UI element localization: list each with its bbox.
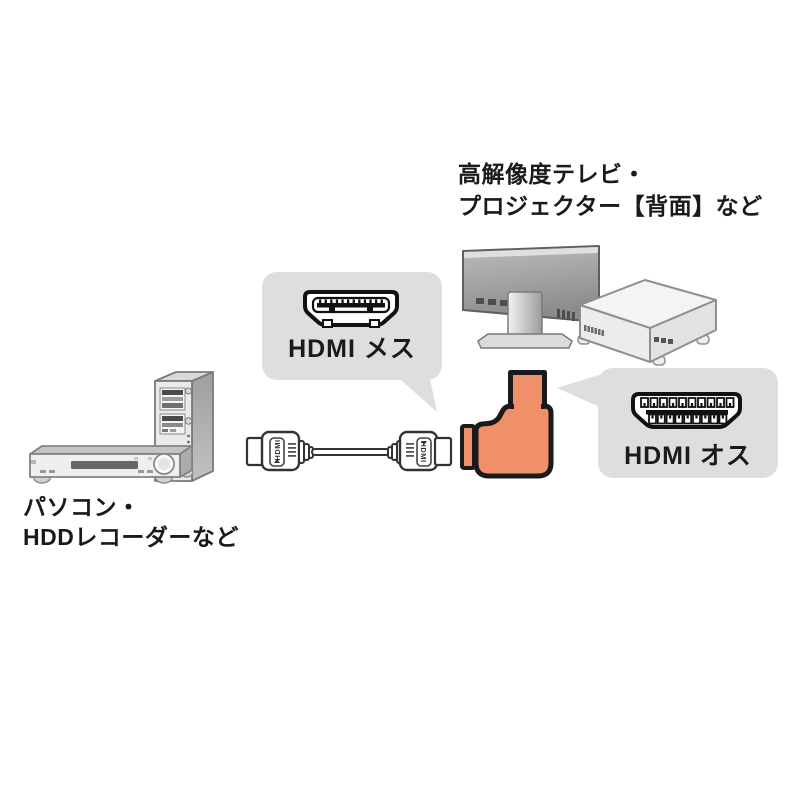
adapter-male-prong — [508, 370, 547, 409]
hdmi-female-port-icon — [303, 290, 399, 328]
female-bubble-label: HDMI メス — [288, 335, 416, 363]
projector-illustration — [577, 279, 717, 366]
cable-connector-label-right: HDMI — [419, 441, 428, 462]
hdmi-cable-illustration: HDMI HDMI — [245, 430, 453, 472]
male-bubble-label: HDMI オス — [624, 442, 752, 470]
hdmi-male-plug-icon — [631, 392, 742, 429]
adapter-junction — [514, 402, 541, 410]
hdmi-adapter-illustration — [460, 370, 554, 479]
hdd-recorder-illustration — [29, 445, 194, 484]
male-bubble-tail — [557, 374, 602, 408]
source-label: パソコン・ HDDレコーダーなど — [23, 492, 239, 552]
cable-connector-label-left: HDMI — [273, 439, 282, 460]
adapter-female-socket — [460, 424, 476, 470]
tv-illustration — [462, 245, 600, 349]
disc-tray-slot — [71, 461, 138, 469]
source-label-line1: パソコン・ — [23, 494, 141, 520]
adapter-body — [473, 403, 554, 479]
female-bubble-tail — [394, 374, 437, 412]
cable-right-plug-tip — [433, 436, 453, 467]
source-label-line2: HDDレコーダーなど — [23, 524, 239, 550]
tv-top-bevel — [464, 247, 598, 258]
tv-stand-base — [477, 333, 573, 349]
tv-stand-pedestal — [507, 291, 543, 341]
destination-label: 高解像度テレビ・ プロジェクター【背面】など — [458, 158, 763, 222]
cable-cord — [311, 448, 390, 456]
destination-label-line1: 高解像度テレビ・ — [458, 161, 646, 187]
destination-label-line2: プロジェクター【背面】など — [458, 193, 763, 219]
